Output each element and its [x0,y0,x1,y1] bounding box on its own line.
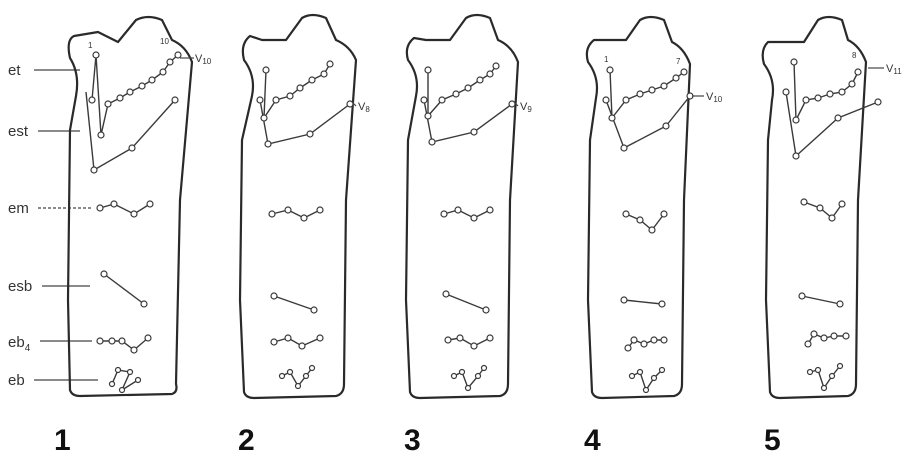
label-esb: esb [8,278,32,295]
label-eb4: eb4 [8,334,31,354]
specimen-2-em [272,210,320,218]
specimen-2-esb [274,296,314,310]
label-et: et [8,62,21,79]
specimen-2-et-line [264,64,330,118]
specimen-5-outline [763,17,866,398]
specimen-1-outline [68,17,192,396]
specimen-1-em [100,204,150,214]
specimen-4-eb [632,370,662,390]
label-eb: eb [8,372,25,389]
specimen-2: V8 [240,15,370,398]
specimen-1-tooth-label: 10 [160,37,169,46]
specimen-1-vertebra: V10 [195,53,212,66]
specimen-1-et-line [92,55,178,135]
specimen-4-em [626,214,664,230]
specimen-1: 1 10 V10 [68,17,212,396]
specimen-3-em [444,210,490,218]
specimen-4-tooth-label: 7 [676,57,681,66]
specimen-2-vertebra: V8 [358,101,370,114]
label-est: est [8,123,29,140]
specimen-5-em [804,202,842,218]
specimen-5-tooth-label: 8 [852,51,857,60]
specimen-2-outline [240,15,356,398]
specimen-4-outline [587,17,690,398]
specimen-5-vertebra: V11 [886,63,902,76]
specimen-3-number: 3 [404,424,421,457]
specimen-1-esb [104,274,144,304]
specimen-numbers: 1 2 3 4 5 [54,424,781,457]
specimen-5-esb [802,296,840,304]
specimen-3-et-line [428,66,496,116]
specimen-4-vertebra: V10 [706,91,723,104]
specimen-1-first-label: 1 [88,41,93,50]
specimen-3: V9 [406,15,532,398]
specimen-3-eb4 [448,338,490,346]
specimen-2-est-line [260,100,350,144]
specimen-5-et-line [794,62,858,120]
specimen-4: 1 7 V10 [587,17,723,398]
specimen-1-eb [112,370,138,390]
specimen-4-esb [624,300,662,304]
specimen-5-eb [810,366,840,388]
label-em: em [8,200,29,217]
specimen-4-first-label: 1 [604,55,609,64]
specimen-1-number: 1 [54,424,71,457]
structure-labels: et est em esb eb4 eb [8,62,98,389]
specimen-5-number: 5 [764,424,781,457]
specimen-5: 8 V11 [763,17,903,398]
specimen-3-vertebra: V9 [520,101,532,114]
specimen-1-et-points [89,52,181,173]
specimen-4-est-line [606,96,690,148]
specimen-3-esb [446,294,486,310]
specimen-4-number: 4 [584,424,601,457]
specimen-2-number: 2 [238,424,255,457]
specimen-2-eb4 [274,338,320,346]
